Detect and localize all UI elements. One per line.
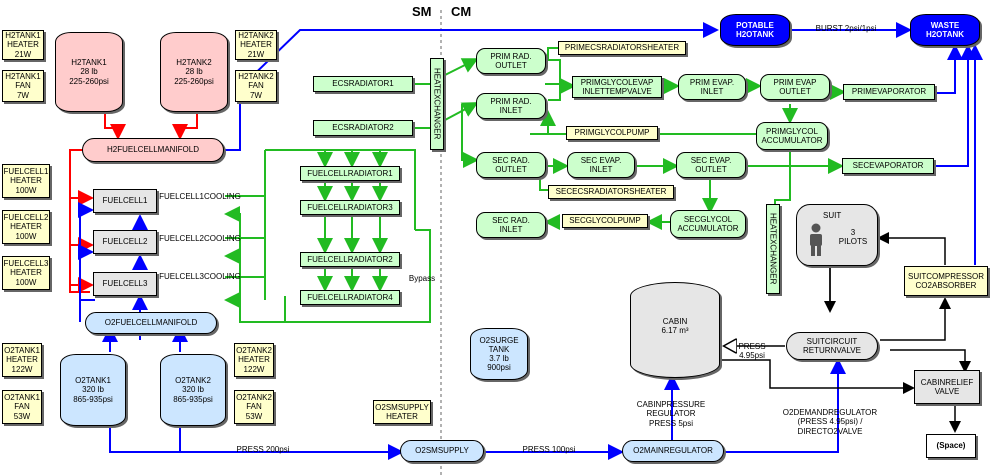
prim-glycol-accumulator: PRIMGLYCOL ACCUMULATOR [756, 122, 828, 150]
prim-evap-inlet: PRIM EVAP. INLET [678, 74, 746, 100]
o2-demand-regulator-label: O2DEMANDREGULATOR (PRESS 4.95psi) / DIRE… [782, 408, 878, 436]
press-100-label: PRESS 100psi [522, 445, 576, 455]
potable-h2o-tank: POTABLE H2OTANK [720, 14, 790, 46]
fuelcell1-cooling-label: FUELCELL1COOLING [159, 192, 241, 202]
fuelcell1: FUELCELL1 [93, 189, 157, 213]
suit: SUIT [796, 204, 878, 266]
sec-evaporator: SECEVAPORATOR [842, 158, 934, 174]
prim-glycol-evap-inlet-temp-valve: PRIMGLYCOLEVAP INLETTEMPVALVE [572, 76, 662, 98]
prim-ecs-radiators-heater: PRIMECSRADIATORSHEATER [558, 41, 686, 55]
space-vent: (Space) [926, 434, 976, 458]
h2tank1-fan: H2TANK1 FAN 7W [2, 70, 44, 102]
h2tank1: H2TANK1 28 lb 225-260psi [55, 32, 123, 112]
cabin-pressure-regulator-label: CABINPRESSURE REGULATOR PRESS 5psi [636, 400, 706, 428]
ecs-radiator2: ECSRADIATOR2 [313, 120, 413, 136]
waste-h2o-tank: WASTE H2OTANK [910, 14, 980, 46]
fuelcell2-cooling-label: FUELCELL2COOLING [159, 234, 241, 244]
h2tank2-fan: H2TANK2 FAN 7W [235, 70, 277, 102]
o2main-regulator: O2MAINREGULATOR [622, 440, 724, 462]
fuelcell-radiator1: FUELCELLRADIATOR1 [300, 166, 400, 181]
o2-fuelcell-manifold: O2FUELCELLMANIFOLD [85, 312, 217, 334]
prim-rad-outlet: PRIM RAD. OUTLET [476, 48, 546, 74]
heat-exchanger-sm: HEATEXCHANGER [430, 58, 444, 150]
h2tank2: H2TANK2 28 lb 225-260psi [160, 32, 228, 112]
section-header-cm: CM [451, 4, 472, 19]
heat-exchanger-cm: HEATEXCHANGER [766, 204, 780, 294]
sec-rad-outlet: SEC RAD. OUTLET [476, 152, 546, 178]
fuelcell3-cooling-label: FUELCELL3COOLING [159, 272, 241, 282]
suit-circuit-return-valve: SUITCIRCUIT RETURNVALVE [786, 332, 878, 360]
fuelcell-radiator3: FUELCELLRADIATOR3 [300, 200, 400, 215]
h2-fuelcell-manifold: H2FUELCELLMANIFOLD [82, 138, 224, 162]
prim-evap-outlet: PRIM EVAP OUTLET [760, 74, 830, 100]
o2sm-supply-heater: O2SMSUPPLY HEATER [373, 400, 431, 424]
bypass-label: Bypass [408, 274, 436, 284]
h2tank2-heater: H2TANK2 HEATER 21W [235, 30, 277, 60]
o2tank1-fan: O2TANK1 FAN 53W [2, 390, 42, 424]
section-header-sm: SM [412, 4, 432, 19]
o2sm-supply: O2SMSUPPLY [400, 440, 484, 462]
suit-label: SUIT [823, 211, 842, 220]
fuelcell-radiator4: FUELCELLRADIATOR4 [300, 290, 400, 305]
prim-rad-inlet: PRIM RAD. INLET [476, 93, 546, 119]
prim-glycol-pump: PRIMGLYCOLPUMP [566, 126, 658, 140]
o2tank2-fan: O2TANK2 FAN 53W [234, 390, 274, 424]
sec-rad-inlet: SEC RAD. INLET [476, 212, 546, 238]
suit-compressor-co2-absorber: SUITCOMPRESSOR CO2ABSORBER [904, 266, 988, 296]
o2tank2-heater: O2TANK2 HEATER 122W [234, 343, 274, 377]
press-200-label: PRESS 200psi [236, 445, 290, 455]
cabin: CABIN 6.17 m³ [630, 282, 720, 378]
sec-evap-inlet: SEC EVAP. INLET [567, 152, 635, 178]
suit-pilots: 3 PILOTS [838, 227, 868, 246]
fuelcell2-heater: FUELCELL2 HEATER 100W [2, 210, 50, 244]
o2tank2: O2TANK2 320 lb 865-935psi [160, 354, 226, 426]
press-495-label: PRESS 4.95psi [738, 341, 766, 360]
fuelcell3: FUELCELL3 [93, 272, 157, 296]
sec-evap-outlet: SEC EVAP. OUTLET [676, 152, 746, 178]
person-icon [804, 222, 828, 258]
cabin-relief-valve: CABINRELIEF VALVE [914, 370, 980, 404]
h2tank1-heater: H2TANK1 HEATER 21W [2, 30, 44, 60]
o2tank1: O2TANK1 320 lb 865-935psi [60, 354, 126, 426]
o2tank1-heater: O2TANK1 HEATER 122W [2, 343, 42, 377]
o2-surge-tank: O2SURGE TANK 3.7 lb 900psi [470, 328, 528, 380]
sec-glycol-pump: SECGLYCOLPUMP [562, 214, 648, 228]
sec-glycol-accumulator: SECGLYCOL ACCUMULATOR [670, 210, 746, 238]
sec-ecs-radiators-heater: SECECSRADIATORSHEATER [548, 185, 674, 199]
fuelcell3-heater: FUELCELL3 HEATER 100W [2, 256, 50, 290]
burst-label: BURST 2psi/1psi [815, 24, 877, 34]
ecs-radiator1: ECSRADIATOR1 [313, 76, 413, 92]
fuelcell2: FUELCELL2 [93, 230, 157, 254]
fuelcell1-heater: FUELCELL1 HEATER 100W [2, 164, 50, 198]
prim-evaporator: PRIMEVAPORATOR [843, 84, 935, 100]
fuelcell-radiator2: FUELCELLRADIATOR2 [300, 252, 400, 267]
